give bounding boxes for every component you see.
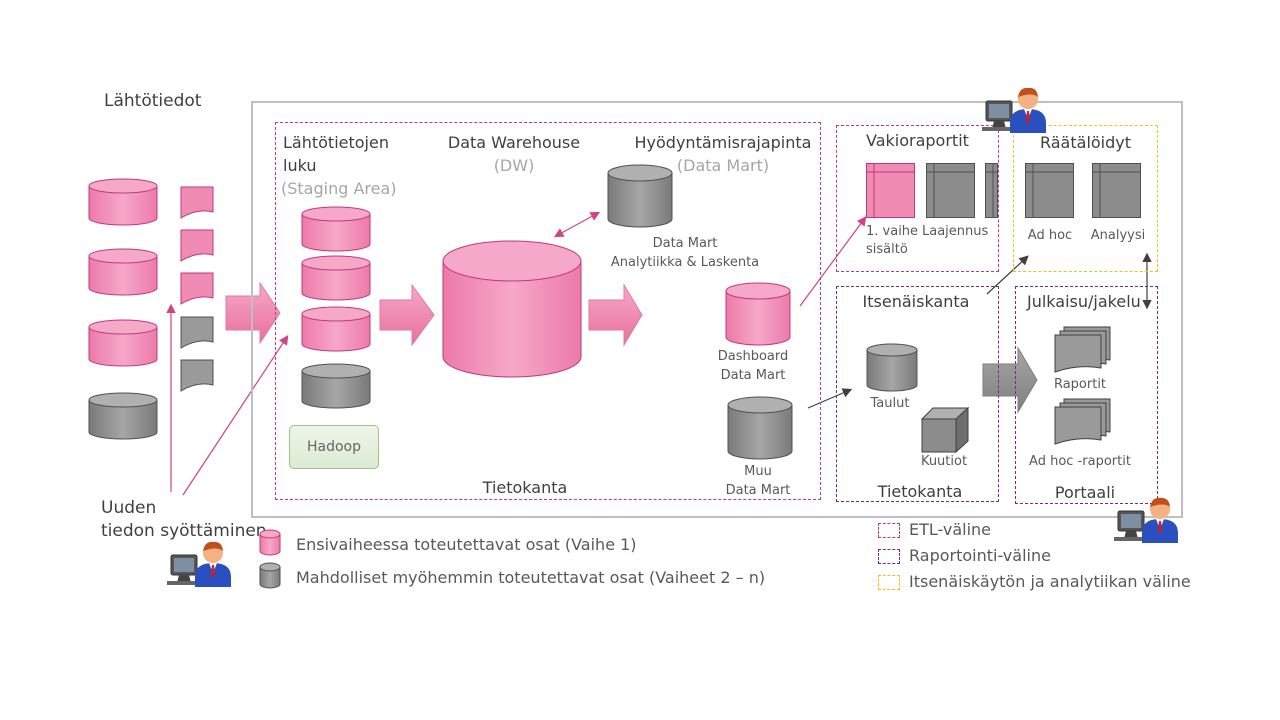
report-page-icon	[1025, 163, 1074, 218]
report-page-icon	[985, 163, 998, 218]
legend-selfservice-swatch	[878, 575, 900, 590]
database-cylinder-icon	[88, 178, 158, 226]
legend-phase1-label: Ensivaiheessa toteutettavat osat (Vaihe …	[296, 535, 637, 554]
selfservice-db-label: Itsenäiskanta	[862, 292, 970, 311]
report-stack-icon	[1054, 326, 1111, 373]
database-cylinder-icon	[88, 319, 158, 367]
user-at-computer-icon	[981, 87, 1047, 134]
document-icon	[180, 272, 214, 305]
phase1-label-1: 1. vaihe	[866, 224, 919, 239]
block-arrow-icon	[379, 283, 435, 347]
cube-icon	[920, 406, 970, 454]
database-cylinder-icon	[301, 363, 371, 409]
phase1-label-2: sisältö	[866, 242, 908, 257]
legend-reporting-swatch	[878, 549, 900, 564]
user-at-computer-icon	[1113, 497, 1179, 544]
dm-dashboard-label-2: Data Mart	[720, 368, 786, 383]
legend-reporting-label: Raportointi-väline	[909, 546, 1051, 565]
analysis-label: Analyysi	[1090, 228, 1146, 243]
source-data-label: Lähtötiedot	[104, 91, 202, 111]
block-arrow-icon	[982, 346, 1038, 414]
document-icon	[180, 186, 214, 219]
dm-analytics-label-2: Analytiikka & Laskenta	[610, 255, 760, 270]
document-icon	[180, 359, 214, 392]
extension-label: Laajennus	[922, 224, 989, 239]
block-arrow-icon	[225, 281, 281, 345]
database-cylinder-icon	[607, 164, 673, 228]
database-cylinder-icon	[301, 255, 371, 301]
data-warehouse-cylinder-icon	[442, 240, 582, 378]
custom-reports-area	[1013, 125, 1158, 272]
legend-etl-swatch	[878, 523, 900, 538]
hadoop-box: Hadoop	[289, 425, 379, 469]
dm-dashboard-label-1: Dashboard	[717, 349, 789, 364]
database-main-label: Tietokanta	[482, 478, 568, 497]
user-at-computer-icon	[166, 541, 232, 588]
database-cylinder-icon	[301, 306, 371, 352]
document-icon	[180, 316, 214, 349]
database-cylinder-icon	[88, 248, 158, 296]
selfservice-db-area	[836, 286, 999, 502]
custom-label: Räätälöidyt	[1039, 133, 1132, 152]
legend-selfservice-label: Itsenäiskäytön ja analytiikan väline	[909, 572, 1191, 591]
portal-label: Portaali	[1054, 483, 1116, 502]
etl-area	[275, 122, 821, 500]
interface-label: Hyödyntämisrajapinta	[634, 133, 812, 152]
staging-label-1: Lähtötietojen	[283, 133, 389, 152]
dw-sub-label: (DW)	[493, 156, 535, 175]
database-cylinder-icon	[725, 282, 791, 346]
tables-cylinder-icon	[866, 343, 918, 392]
dm-other-label-2: Data Mart	[725, 483, 791, 498]
report-stack-icon	[1054, 398, 1111, 445]
tables-label: Taulut	[870, 396, 910, 411]
dm-other-label-1: Muu	[744, 464, 772, 479]
adhoc-label: Ad hoc	[1027, 228, 1073, 243]
publishing-label: Julkaisu/jakelu	[1027, 292, 1141, 311]
staging-label-2: luku	[283, 156, 317, 175]
database-self-label: Tietokanta	[877, 482, 963, 501]
database-cylinder-icon	[88, 392, 158, 440]
document-icon	[180, 229, 214, 262]
legend-etl-label: ETL-väline	[909, 520, 992, 539]
reports-label: Raportit	[1053, 377, 1107, 392]
standard-reports-area	[836, 125, 999, 272]
dw-label: Data Warehouse	[447, 133, 581, 152]
new-input-label-1: Uuden	[101, 498, 157, 518]
standard-reports-label: Vakioraportit	[866, 131, 969, 150]
report-page-icon	[926, 163, 975, 218]
new-input-label-2: tiedon syöttäminen	[101, 521, 267, 541]
interface-sub-label: (Data Mart)	[676, 156, 770, 175]
legend-phase1-swatch	[259, 529, 281, 556]
block-arrow-icon	[588, 283, 643, 347]
publishing-area	[1015, 286, 1158, 504]
database-cylinder-icon	[727, 396, 793, 460]
staging-sub-label: (Staging Area)	[281, 179, 397, 198]
legend-later-label: Mahdolliset myöhemmin toteutettavat osat…	[296, 568, 766, 587]
system-frame	[251, 101, 1183, 518]
cubes-label: Kuutiot	[920, 454, 968, 469]
report-page-icon	[866, 163, 915, 218]
database-cylinder-icon	[301, 206, 371, 252]
legend-later-swatch	[259, 562, 281, 589]
report-page-icon	[1092, 163, 1141, 218]
dm-analytics-label-1: Data Mart	[652, 236, 718, 251]
adhoc-reports-label: Ad hoc -raportit	[1029, 454, 1131, 469]
